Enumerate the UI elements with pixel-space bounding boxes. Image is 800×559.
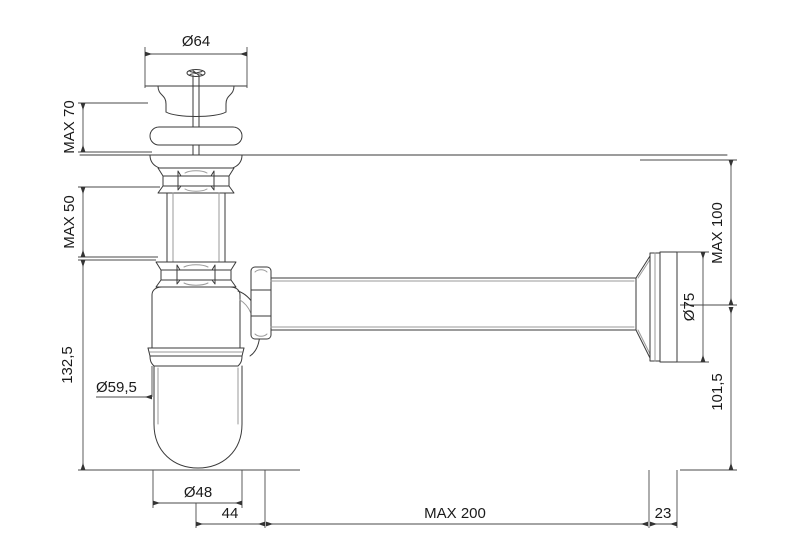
horizontal-outlet-pipe [270,277,637,331]
dim-top-diameter: Ø64 [144,33,248,88]
dim-outlet-diameter: Ø75 [677,251,709,363]
dim-label-outlet-height: 101,5 [709,373,726,411]
drain-plug-screw [186,69,206,85]
lower-lock-nut [155,261,237,288]
dim-outlet-height: 101,5 [680,307,737,471]
dim-mid-max: MAX 50 [61,186,160,258]
wall-escutcheon [649,251,678,363]
product-geometry [79,69,728,469]
dim-label-upper-max: MAX 70 [61,100,78,153]
dim-label-mid-max: MAX 50 [61,195,78,248]
dim-total-height: 132,5 [59,259,300,471]
pipe-union-nut [250,266,272,340]
dim-label-bowl-diameter: Ø48 [184,484,212,501]
dim-label-total-height: 132,5 [59,346,76,384]
upper-lock-nut [157,167,235,194]
trap-body-shoulder [151,286,241,349]
drain-flange [144,85,248,117]
dimension-lines: Ø64 MAX 70 MAX 50 132,5 Ø59,5 [59,33,737,528]
outlet-cone [635,255,652,359]
trap-bowl [147,347,245,469]
seal-disc [149,126,243,146]
dim-label-outlet-max: MAX 100 [709,202,726,264]
dim-label-outlet-flange: 23 [655,505,672,522]
dim-label-top-diameter: Ø64 [182,33,210,50]
dim-label-outlet-diameter: Ø75 [681,293,698,321]
dim-label-outlet-length: MAX 200 [424,505,486,522]
dim-bowl-diameter: Ø48 [152,470,243,508]
dim-label-offset-44: 44 [222,505,239,522]
dim-upper-max: MAX 70 [61,100,152,154]
dim-outlet-flange: 23 [650,470,678,528]
dim-outlet-max: MAX 100 [640,159,737,306]
popup-rod [192,83,200,161]
dim-offset-44: 44 [195,470,266,528]
dim-body-diameter: Ø59,5 [96,366,153,400]
dim-outlet-length: MAX 200 [266,470,650,528]
tail-pipe [166,192,226,263]
dim-label-body-diameter: Ø59,5 [96,379,137,396]
